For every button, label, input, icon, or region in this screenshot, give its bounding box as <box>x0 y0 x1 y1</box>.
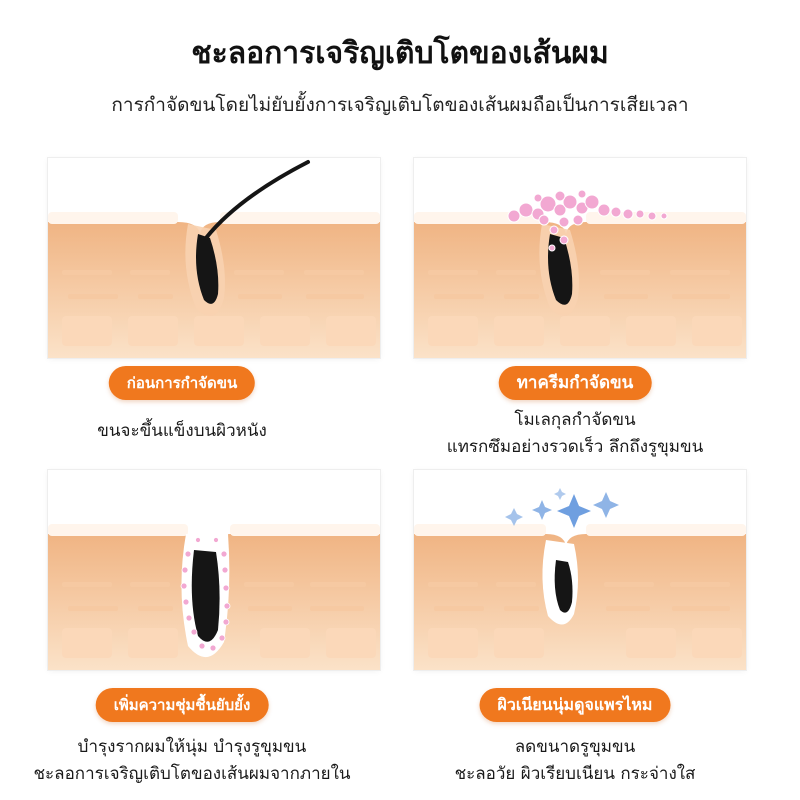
step-3-line-1: บำรุงรากผมให้นุ่ม บำรุงรูขุมขน <box>77 737 307 757</box>
step-2-line-1: โมเลกุลกำจัดขน <box>514 410 636 430</box>
step-3-description: บำรุงรากผมให้นุ่ม บำรุงรูขุมขน ชะลอการเจ… <box>33 734 350 788</box>
step-3-illustration <box>48 470 380 670</box>
cream-bubbles-icon <box>414 189 746 358</box>
step-3-label: เพิ่มความชุ่มชื้นยับยั้ง <box>95 688 269 722</box>
hair-follicle-icon <box>48 160 380 358</box>
step-1-description: ขนจะขึ้นแข็งบนผิวหนัง <box>97 418 267 445</box>
step-1-illustration <box>48 158 380 358</box>
page-title: ชะลอการเจริญเติบโตของเส้นผม <box>191 36 609 71</box>
sparkle-icon <box>414 488 746 670</box>
step-4-description: ลดขนาดรูขุมขน ชะลอวัย ผิวเรียบเนียน กระจ… <box>455 734 696 788</box>
step-2-description: โมเลกุลกำจัดขน แทรกซึมอย่างรวดเร็ว ลึกถึ… <box>447 407 703 461</box>
page-subtitle: การกำจัดขนโดยไม่ยับยั้งการเจริญเติบโตของ… <box>111 94 689 116</box>
step-2-label: ทาครีมกำจัดขน <box>498 366 652 400</box>
step-2-line-2: แทรกซึมอย่างรวดเร็ว ลึกถึงรูขุมขน <box>446 437 704 457</box>
moisture-bubbles-icon <box>48 524 380 670</box>
step-4-illustration <box>414 470 746 670</box>
step-3-line-2: ชะลอการเจริญเติบโตของเส้นผมจากภายใน <box>33 764 351 784</box>
step-4-label: ผิวเนียนนุ่มดูจแพรไหม <box>479 688 671 722</box>
step-1-line-1: ขนจะขึ้นแข็งบนผิวหนัง <box>97 421 267 441</box>
step-2-illustration <box>414 158 746 358</box>
step-4-line-2: ชะลอวัย ผิวเรียบเนียน กระจ่างใส <box>454 764 696 784</box>
step-1-label: ก่อนการกำจัดขน <box>108 366 256 400</box>
step-4-line-1: ลดขนาดรูขุมขน <box>514 737 636 757</box>
